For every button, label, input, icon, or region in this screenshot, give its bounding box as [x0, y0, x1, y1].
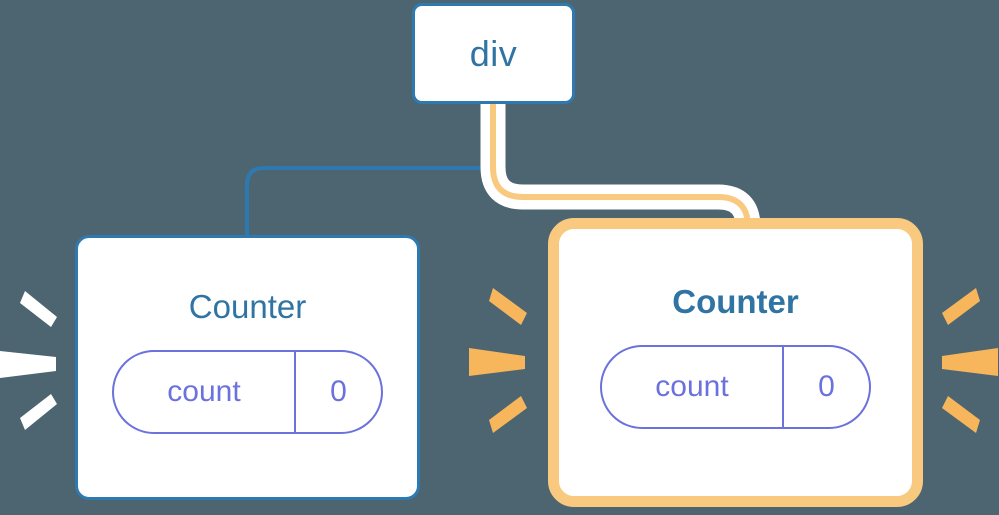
ray-orange-right-upper: [942, 288, 980, 325]
node-counter-left-label: Counter: [188, 288, 307, 325]
state-key-label: count: [114, 352, 296, 432]
rays-counter-right-left: [469, 288, 527, 433]
ray-orange-left-middle: [469, 348, 525, 376]
state-key-label: count: [602, 347, 784, 427]
ray-white-lower: [20, 394, 57, 430]
node-counter-right[interactable]: Counter count 0: [548, 218, 923, 507]
rays-counter-left: [0, 291, 57, 430]
rays-counter-right-right: [942, 288, 998, 433]
node-div[interactable]: div: [412, 3, 575, 104]
state-value-label: 0: [818, 370, 835, 403]
state-value-label: 0: [330, 375, 347, 408]
ray-orange-right-middle: [942, 348, 998, 376]
node-div-label: div: [469, 32, 518, 74]
ray-orange-left-upper: [489, 288, 527, 325]
node-counter-left[interactable]: Counter count 0: [75, 235, 420, 500]
edge-div-to-counter-left: [245, 102, 495, 238]
ray-white-upper: [20, 291, 57, 327]
edge-div-to-counter-right: [490, 104, 751, 246]
state-pill-counter-right: count 0: [600, 345, 871, 429]
state-pill-counter-left: count 0: [112, 350, 383, 434]
ray-white-middle: [0, 351, 56, 378]
ray-orange-right-lower: [942, 396, 980, 433]
ray-orange-left-lower: [489, 396, 527, 433]
node-counter-right-label: Counter: [672, 283, 799, 320]
